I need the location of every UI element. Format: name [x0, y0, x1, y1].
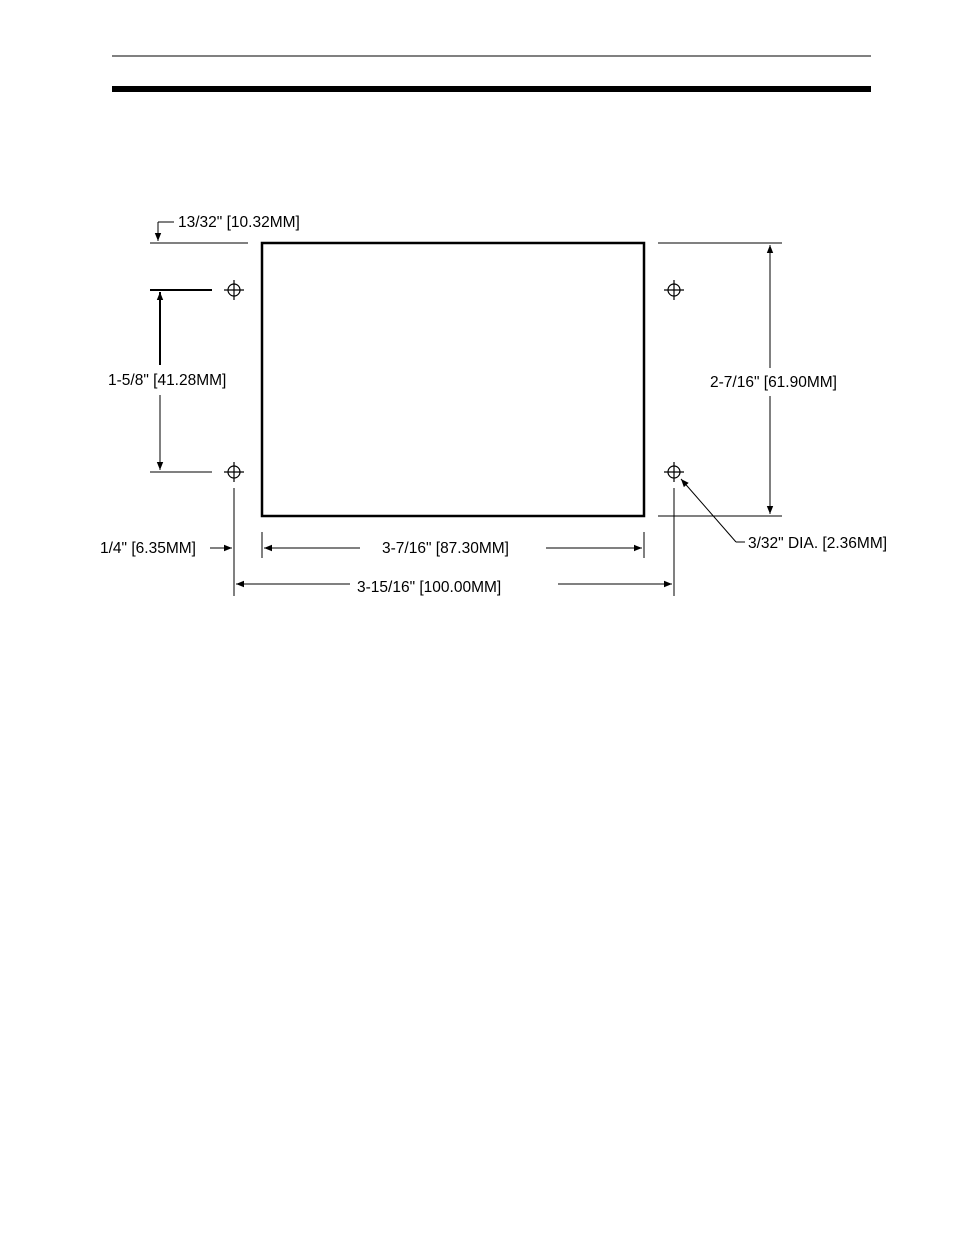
- hole-diameter-label: 3/32" DIA. [2.36MM]: [748, 535, 887, 552]
- cutout-outline: [262, 243, 644, 516]
- mounting-hole-bottom-left: [224, 462, 244, 482]
- mounting-hole-top-left: [224, 280, 244, 300]
- mounting-hole-top-right: [664, 280, 684, 300]
- edge-offset-label: 1/4" [6.35MM]: [100, 540, 196, 557]
- overall-height-label: 2-7/16" [61.90MM]: [710, 374, 837, 391]
- hole-spacing-vertical-label: 1-5/8" [41.28MM]: [108, 372, 226, 389]
- hole-spacing-horizontal-label: 3-15/16" [100.00MM]: [357, 579, 501, 596]
- cutout-width-label: 3-7/16" [87.30MM]: [382, 540, 509, 557]
- header-thick-rule: [112, 86, 871, 92]
- hole-diameter-leader: [681, 479, 745, 542]
- offset-label: 13/32" [10.32MM]: [178, 214, 300, 231]
